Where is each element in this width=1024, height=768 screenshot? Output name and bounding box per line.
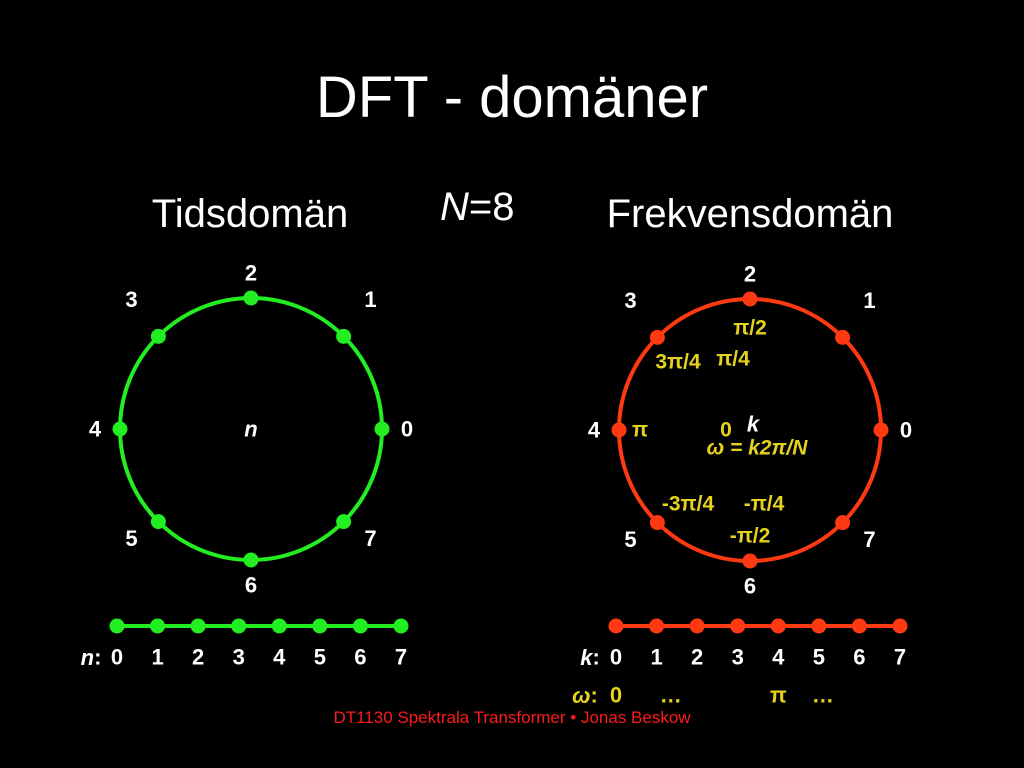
- time-index-label: 6: [245, 573, 257, 598]
- freq-formula: ω = k2π/N: [707, 437, 809, 460]
- freq-circle-point: [611, 422, 627, 438]
- time-index-label: 4: [89, 417, 102, 442]
- time-circle-point: [336, 514, 352, 530]
- freq-line-point: [730, 618, 746, 634]
- omega-value: 0: [610, 683, 622, 708]
- freq-index-label: 7: [863, 527, 875, 552]
- freq-line-value: 0: [610, 645, 622, 670]
- time-line-point: [190, 618, 206, 634]
- time-line-value: 5: [314, 645, 326, 670]
- time-index-label: 2: [245, 261, 257, 286]
- freq-circle-point: [873, 422, 889, 438]
- time-circle-point: [374, 421, 390, 437]
- freq-domain-heading: Frekvensdomän: [606, 192, 894, 236]
- time-circle-point: [150, 328, 166, 344]
- freq-line-value: 1: [650, 645, 662, 670]
- freq-line-value: 6: [853, 645, 865, 670]
- time-circle-point: [150, 514, 166, 530]
- freq-angle-label: -π/4: [744, 493, 785, 516]
- freq-circle-point: [742, 553, 758, 569]
- time-circle-point: [112, 421, 128, 437]
- footer: DT1130 Spektrala Transformer • Jonas Bes…: [333, 708, 691, 727]
- freq-circle-point: [835, 515, 851, 531]
- freq-line-axis-label: k:: [580, 645, 600, 670]
- time-line-value: 6: [354, 645, 366, 670]
- freq-line-value: 5: [813, 645, 825, 670]
- time-index-label: 5: [125, 526, 137, 551]
- freq-index-label: 5: [624, 527, 636, 552]
- n-symbol: N: [440, 185, 469, 229]
- time-index-label: 7: [364, 526, 376, 551]
- freq-angle-label: -π/2: [730, 525, 771, 548]
- freq-circle-point: [835, 329, 851, 345]
- freq-index-label: 0: [900, 418, 912, 443]
- time-line-value: 0: [111, 645, 123, 670]
- freq-line-value: 2: [691, 645, 703, 670]
- time-line-point: [312, 618, 328, 634]
- omega-value: …: [812, 683, 834, 708]
- freq-angle-label: 3π/4: [655, 351, 701, 374]
- time-center-label: n: [244, 417, 257, 442]
- freq-index-label: 4: [588, 418, 601, 443]
- time-line-point: [271, 618, 287, 634]
- freq-angle-label: 0: [720, 419, 732, 442]
- freq-line-point: [851, 618, 867, 634]
- freq-angle-label: π/2: [733, 317, 767, 340]
- time-domain-heading: Tidsdomän: [151, 192, 349, 236]
- time-line-point: [231, 618, 247, 634]
- freq-circle-point: [649, 329, 665, 345]
- time-circle-point: [243, 552, 259, 568]
- freq-index-label: 1: [863, 288, 875, 313]
- omega-value: …: [660, 683, 682, 708]
- time-line-value: 1: [151, 645, 163, 670]
- freq-index-label: 2: [744, 262, 756, 287]
- freq-line-point: [892, 618, 908, 634]
- omega-symbol: ω: [572, 683, 590, 708]
- freq-line-point: [649, 618, 665, 634]
- freq-circle-point: [742, 291, 758, 307]
- time-line-point: [393, 618, 409, 634]
- time-index-label: 3: [125, 287, 137, 312]
- freq-angle-label: π/4: [716, 348, 750, 371]
- freq-line-value: 3: [732, 645, 744, 670]
- freq-line-point: [770, 618, 786, 634]
- freq-line-point: [689, 618, 705, 634]
- freq-line-value: 7: [894, 645, 906, 670]
- time-circle-point: [336, 328, 352, 344]
- freq-angle-label: π: [632, 419, 648, 442]
- time-index-label: 0: [401, 417, 413, 442]
- time-line-value: 2: [192, 645, 204, 670]
- freq-line-point: [811, 618, 827, 634]
- time-line-point: [150, 618, 166, 634]
- freq-line-point: [608, 618, 624, 634]
- time-line-point: [352, 618, 368, 634]
- time-circle-point: [243, 290, 259, 306]
- freq-center-label: k: [747, 412, 761, 437]
- time-line-axis-label: n:: [81, 645, 102, 670]
- freq-line-value: 4: [772, 645, 785, 670]
- time-axis-symbol: n: [81, 645, 94, 670]
- time-line-value: 3: [233, 645, 245, 670]
- slide-title: DFT - domäner: [315, 65, 709, 130]
- n-equals-8: N=8: [440, 182, 540, 232]
- omega-value: π: [770, 683, 787, 708]
- freq-index-label: 6: [744, 574, 756, 599]
- freq-angle-label: -3π/4: [662, 493, 715, 516]
- freq-circle-point: [649, 515, 665, 531]
- omega-axis-label: ω:: [572, 683, 598, 708]
- time-index-label: 1: [364, 287, 376, 312]
- time-line-value: 7: [395, 645, 407, 670]
- time-line-value: 4: [273, 645, 286, 670]
- freq-axis-symbol: k: [580, 645, 594, 670]
- n-value: =8: [468, 185, 515, 229]
- time-line-point: [109, 618, 125, 634]
- freq-index-label: 3: [624, 288, 636, 313]
